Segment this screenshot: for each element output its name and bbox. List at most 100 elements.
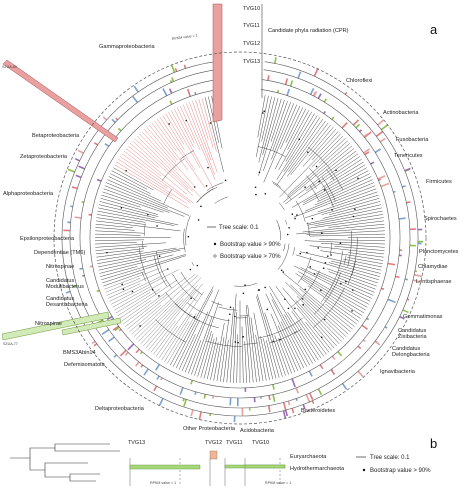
rpkm-bar — [125, 352, 128, 355]
bootstrap-dot — [296, 214, 298, 216]
tree-branch — [331, 261, 380, 273]
clade-label-acidobacteria: Acidobacteria — [240, 428, 275, 434]
bootstrap-dot — [188, 236, 190, 238]
sample-label-szua77: SZUA-77 — [3, 342, 18, 346]
bootstrap-dot — [225, 179, 227, 181]
bootstrap-dot — [125, 170, 127, 172]
b-ring-label-tvg13: TVG13 — [128, 440, 145, 446]
rpkm-bar — [283, 411, 285, 419]
rpkm-bar — [180, 387, 183, 394]
tree-branch — [104, 269, 158, 290]
rpkm-bar — [112, 119, 115, 122]
clade-label-firmicutes: Firmicutes — [426, 179, 452, 185]
tree-branch — [233, 312, 236, 383]
tree-branch — [287, 143, 350, 197]
clade-label-bms3abin14: BMS3Abin14 — [63, 350, 96, 356]
rpkm-bar — [199, 412, 201, 420]
tree-branch — [99, 255, 173, 274]
bootstrap-dot — [243, 292, 245, 294]
tree-branch — [95, 240, 144, 241]
rpkm-bar — [269, 406, 270, 413]
gammaproteobacteria-spike — [213, 4, 222, 122]
bootstrap-dot — [318, 181, 320, 183]
rpkm-bar — [134, 86, 138, 92]
tree-internal-arc — [272, 181, 281, 187]
rpkm-bar — [358, 371, 363, 376]
rpkm-bar — [184, 65, 185, 69]
clade-label-chlamydiae: Chlamydiae — [418, 264, 448, 270]
b-bar-tvg13 — [130, 465, 200, 469]
bootstrap-dot — [354, 208, 356, 210]
bootstrap-dot — [262, 112, 264, 114]
tree-branch — [96, 249, 144, 254]
tree-branch — [320, 251, 383, 261]
rpkm-bar — [286, 79, 288, 85]
rpkm-bar — [343, 384, 347, 390]
tree-branch — [296, 321, 321, 358]
tree-branch — [237, 334, 238, 383]
clade-label-defemisomatota: Defemisomatota — [64, 362, 106, 368]
rpkm-bar — [103, 117, 107, 120]
rpkm-bar — [195, 92, 196, 95]
tree-internal-arc — [206, 341, 242, 346]
tree-branch — [182, 312, 208, 371]
rpkm-bar — [359, 130, 361, 132]
tree-branch — [160, 117, 195, 170]
bootstrap-dot — [288, 308, 290, 310]
tree-branch — [312, 131, 338, 159]
rpkm-bar — [342, 122, 347, 128]
tree-branch — [107, 269, 168, 295]
clade-label-cpr: Candidate phyla radiation (CPR) — [268, 28, 349, 34]
rpkm-bar — [367, 318, 369, 319]
bootstrap-dot — [357, 178, 359, 180]
b-bootstrap-90-marker — [363, 469, 365, 471]
tree-branch — [135, 138, 189, 189]
tree-internal-arc — [211, 301, 222, 305]
tree-branch — [290, 285, 346, 337]
rpkm-bar — [278, 90, 279, 93]
clade-label-zetaproteobacteria: Zetaproteobacteria — [20, 154, 68, 160]
bootstrap-dot — [229, 313, 231, 315]
bootstrap-dot — [302, 298, 304, 300]
rpkm-scale-text: RPKM value = 1 — [172, 33, 198, 41]
rpkm-bar — [385, 327, 387, 328]
rpkm-bar — [403, 310, 409, 313]
tree-branch — [95, 234, 140, 235]
bootstrap-dot — [345, 281, 347, 283]
rpkm-bar — [141, 365, 143, 367]
b-bar-tvg12 — [210, 451, 217, 459]
rpkm-bar — [273, 395, 275, 402]
bootstrap-dot — [330, 254, 332, 256]
tree-internal-arc — [215, 197, 228, 203]
clade-label-epsilonproteobacteria: Epsilonproteobacteria — [20, 236, 75, 242]
bootstrap-dot — [351, 310, 353, 312]
tree-branch — [269, 286, 315, 362]
clade-label-actinobacteria: Actinobacteria — [383, 110, 419, 116]
bootstrap-dot — [324, 319, 326, 321]
rpkm-bar — [68, 169, 75, 172]
rpkm-bar — [406, 202, 410, 203]
rpkm-bar — [405, 279, 408, 280]
tree-internal-arc — [296, 201, 305, 222]
rpkm-bar — [94, 143, 97, 145]
tree-branch — [338, 270, 377, 283]
bootstrap-dot — [158, 295, 160, 297]
tree-branch — [111, 270, 179, 305]
tree-branch — [288, 121, 325, 172]
clade-label-gemmatimonas: Gemmatimonas — [403, 314, 443, 320]
tree-branch — [180, 106, 200, 150]
tree-branch — [194, 302, 218, 375]
bootstrap-dot — [267, 309, 269, 311]
tree-branch — [273, 102, 291, 150]
tree-branch — [102, 195, 141, 207]
rpkm-bar — [371, 162, 374, 164]
bootstrap-dot — [299, 253, 301, 255]
panel-b-label: b — [430, 436, 437, 451]
tree-branch — [124, 151, 193, 203]
bootstrap-dot — [194, 316, 196, 318]
rpkm-bar — [78, 166, 84, 169]
tree-branch — [129, 305, 160, 332]
tree-internal-arc — [197, 187, 218, 203]
tree-branch — [119, 280, 177, 319]
bootstrap-dot — [168, 123, 170, 125]
